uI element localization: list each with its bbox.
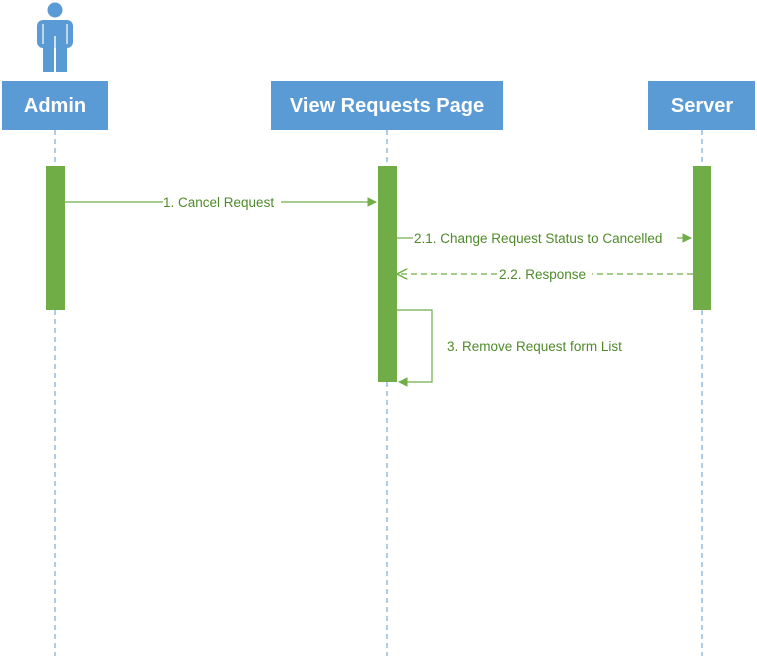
person-icon [37, 2, 73, 72]
participant-admin: Admin [2, 81, 108, 130]
participant-server: Server [648, 81, 755, 130]
message-remove-request: 3. Remove Request form List [397, 309, 622, 387]
message-remove-request-line [397, 309, 433, 387]
message-response: 2.2. Response [398, 267, 693, 282]
message-remove-request-label: 3. Remove Request form List [447, 339, 622, 354]
participant-view-requests-page-label: View Requests Page [290, 95, 484, 117]
participant-view-requests-page: View Requests Page [271, 81, 503, 130]
activation-server [693, 166, 711, 310]
message-change-status-label: 2.1. Change Request Status to Cancelled [414, 231, 662, 246]
activation-admin [46, 166, 65, 310]
message-cancel-request-label: 1. Cancel Request [163, 195, 274, 210]
participant-admin-label: Admin [24, 95, 86, 117]
activation-view-requests-page [378, 166, 397, 382]
message-cancel-request: 1. Cancel Request [65, 195, 377, 210]
participant-server-label: Server [671, 95, 733, 117]
message-response-label: 2.2. Response [499, 267, 586, 282]
message-change-status: 2.1. Change Request Status to Cancelled [397, 231, 692, 246]
